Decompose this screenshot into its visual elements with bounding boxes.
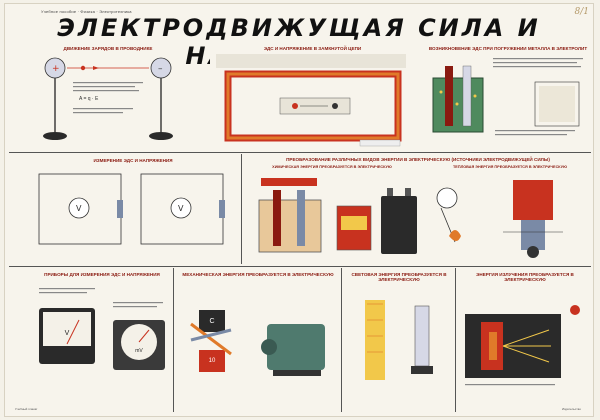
electrolyte-illustration [432, 58, 583, 136]
light-illustration [365, 300, 433, 380]
poster: Учебное пособие · Физика · Электротехник… [4, 3, 594, 417]
caption-closed-circuit: ЭДС И НАПРЯЖЕНИЕ В ЗАМКНУТОЙ ЦЕПИ [263, 46, 362, 51]
footer-right: Издательство [561, 407, 581, 411]
caption-conversion: ПРЕОБРАЗОВАНИЕ РАЗЛИЧНЫХ ВИДОВ ЭНЕРГИИ В… [286, 157, 550, 162]
panel-charges: ДВИЖЕНИЕ ЗАРЯДОВ В ПРОВОДНИКЕ + – A = q … [33, 44, 183, 148]
conversion-illustrations [258, 178, 563, 258]
panel-measure: ИЗМЕРЕНИЕ ЭДС И НАПРЯЖЕНИЯ V V [33, 156, 233, 262]
caption-electrolyte: ВОЗНИКНОВЕНИЕ ЭДС ПРИ ПОГРУЖЕНИИ МЕТАЛЛА… [428, 46, 588, 51]
meter-mv-label: mV [135, 348, 143, 354]
caption-thermal: ТЕПЛОВАЯ ЭНЕРГИЯ ПРЕОБРАЗУЕТСЯ В ЭЛЕКТРИ… [452, 165, 567, 169]
svg-text:V: V [178, 204, 184, 213]
block-c-label: C [209, 318, 215, 325]
charges-illustration: + – [43, 57, 173, 140]
row-divider-2 [9, 266, 591, 267]
panel-instruments: ПРИБОРЫ ДЛЯ ИЗМЕРЕНИЯ ЭДС И НАПРЯЖЕНИЯ V… [33, 270, 171, 410]
row-divider-1 [9, 152, 591, 153]
panel-light: СВЕТОВАЯ ЭНЕРГИЯ ПРЕОБРАЗУЕТСЯ В ЭЛЕКТРИ… [345, 270, 453, 410]
meter-v-label: V [64, 330, 70, 337]
instruments-illustration [39, 288, 165, 370]
caption-instruments: ПРИБОРЫ ДЛЯ ИЗМЕРЕНИЯ ЭДС И НАПРЯЖЕНИЯ [44, 272, 160, 277]
header-tiny-text: Учебное пособие · Физика · Электротехник… [41, 9, 132, 14]
caption-radiation: ЭНЕРГИЯ ИЗЛУЧЕНИЯ ПРЕОБРАЗУЕТСЯ В ЭЛЕКТР… [476, 272, 574, 283]
col-divider-b1 [173, 268, 174, 412]
svg-text:–: – [158, 64, 163, 74]
panel-closed-circuit: ЭДС И НАПРЯЖЕНИЕ В ЗАМКНУТОЙ ЦЕПИ [210, 44, 415, 148]
caption-mechanical: МЕХАНИЧЕСКАЯ ЭНЕРГИЯ ПРЕОБРАЗУЕТСЯ В ЭЛЕ… [182, 272, 334, 277]
caption-charges: ДВИЖЕНИЕ ЗАРЯДОВ В ПРОВОДНИКЕ [63, 46, 153, 51]
measure-circuits: V V [38, 173, 225, 245]
panel-electrolyte: ВОЗНИКНОВЕНИЕ ЭДС ПРИ ПОГРУЖЕНИИ МЕТАЛЛА… [425, 44, 591, 148]
col-divider-b2 [341, 268, 342, 412]
footer-left: Учебный плакат [15, 407, 38, 411]
svg-text:+: + [52, 64, 60, 74]
block-num-label: 10 [208, 358, 216, 364]
col-divider-b3 [455, 268, 456, 412]
mechanical-illustration [190, 310, 325, 376]
svg-text:V: V [76, 204, 82, 213]
panel-mechanical: МЕХАНИЧЕСКАЯ ЭНЕРГИЯ ПРЕОБРАЗУЕТСЯ В ЭЛЕ… [177, 270, 339, 410]
caption-chemical: ХИМИЧЕСКАЯ ЭНЕРГИЯ ПРЕОБРАЗУЕТСЯ В ЭЛЕКТ… [272, 165, 392, 169]
caption-light: СВЕТОВАЯ ЭНЕРГИЯ ПРЕОБРАЗУЕТСЯ В ЭЛЕКТРИ… [351, 272, 447, 283]
panel-radiation: ЭНЕРГИЯ ИЗЛУЧЕНИЯ ПРЕОБРАЗУЕТСЯ В ЭЛЕКТР… [459, 270, 591, 410]
closed-circuit-illustration [216, 54, 406, 147]
caption-measure: ИЗМЕРЕНИЕ ЭДС И НАПРЯЖЕНИЯ [93, 158, 173, 163]
formula-work: A = q · E [79, 96, 99, 102]
corner-mark: 8/1 [574, 7, 589, 17]
radiation-illustration [465, 305, 580, 386]
panel-conversion: ПРЕОБРАЗОВАНИЕ РАЗЛИЧНЫХ ВИДОВ ЭНЕРГИИ В… [245, 156, 591, 262]
col-divider-mid [241, 154, 242, 264]
